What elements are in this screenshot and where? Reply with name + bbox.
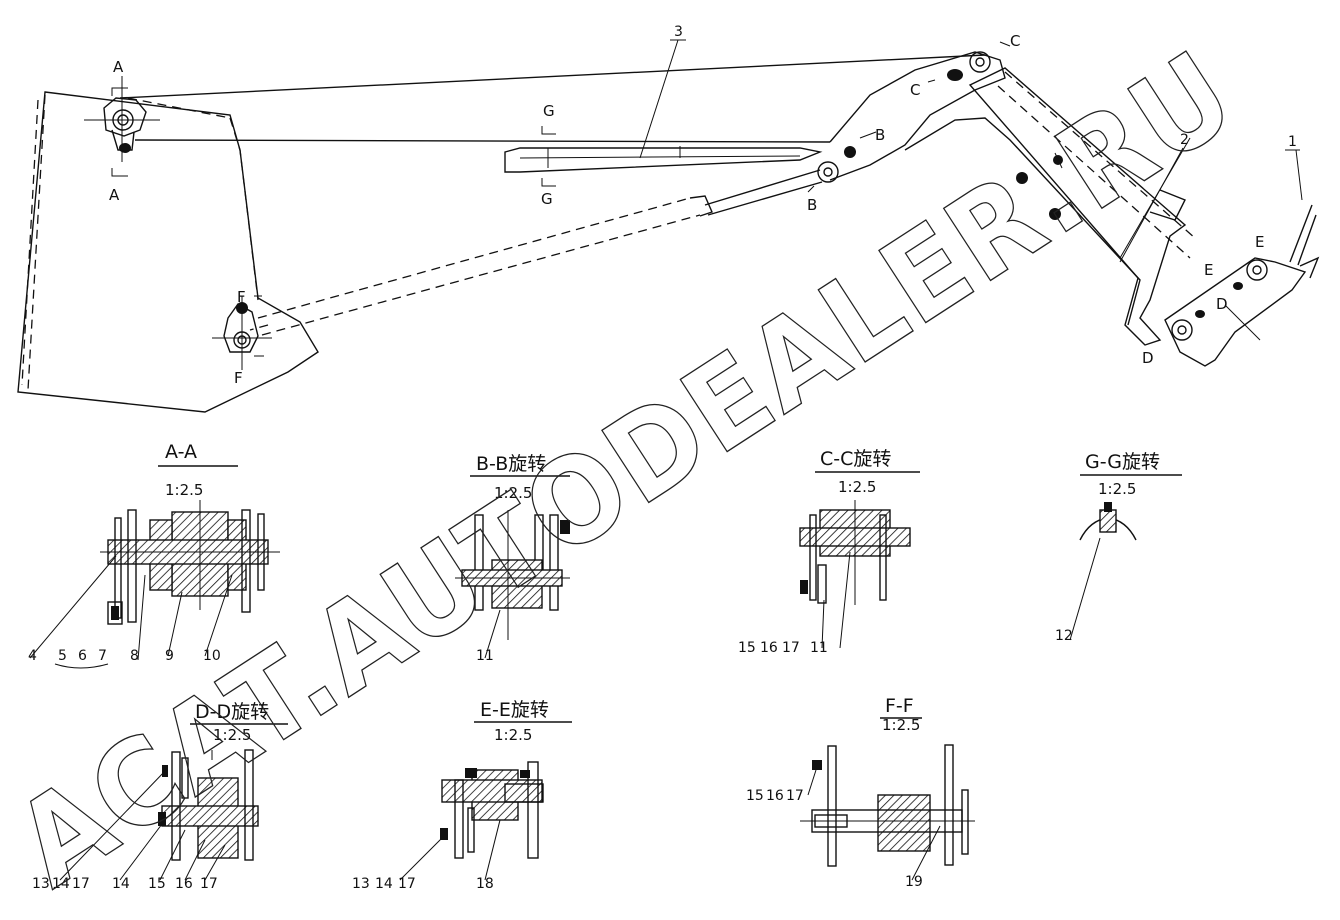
section-ff-scale: 1:2.5 xyxy=(882,716,920,734)
mark-g-top: G xyxy=(543,102,555,120)
section-dd-scale: 1:2.5 xyxy=(213,726,251,744)
section-dd-title: D-D旋转 xyxy=(195,701,269,723)
section-ee-callout-13: 13 xyxy=(352,876,370,892)
section-ff-callout-16: 16 xyxy=(766,788,784,804)
boom-top-line xyxy=(119,51,1006,181)
section-cc: C-C旋转 1:2.5 15 16 17 11 xyxy=(738,448,920,656)
section-ff-callout-19: 19 xyxy=(905,874,923,890)
mark-f-top: F xyxy=(237,288,246,306)
section-dd-callout-15: 15 xyxy=(148,876,166,892)
section-aa-callout-5: 5 xyxy=(58,648,67,664)
mark-d-bottom: D xyxy=(1142,349,1154,367)
section-dd-callout-14b: 14 xyxy=(112,876,130,892)
mark-c-top: C xyxy=(1010,32,1020,50)
mark-a-bottom: A xyxy=(109,186,120,204)
section-aa-scale: 1:2.5 xyxy=(165,481,203,499)
section-dd-callout-16: 16 xyxy=(175,876,193,892)
section-ff: F-F 1:2.5 15 16 17 19 xyxy=(746,695,975,890)
section-bb: B-B旋转 1:2.5 11 xyxy=(455,453,570,664)
section-gg-scale: 1:2.5 xyxy=(1098,480,1136,498)
pivot-b xyxy=(807,131,877,193)
section-ee: E-E旋转 1:2.5 13 14 17 18 xyxy=(352,699,572,892)
frame-plate xyxy=(17,91,319,413)
mark-d-right: D xyxy=(1216,295,1228,313)
section-ee-title: E-E旋转 xyxy=(480,699,549,721)
section-ff-title: F-F xyxy=(885,695,914,717)
section-ee-callout-18: 18 xyxy=(476,876,494,892)
section-dd-callout-17: 17 xyxy=(72,876,90,892)
section-cc-callout-11: 11 xyxy=(810,640,828,656)
cylinder-3 xyxy=(504,126,823,187)
section-aa-callout-9: 9 xyxy=(165,648,174,664)
section-dd: D-D旋转 1:2.5 13 14 17 14 15 16 17 xyxy=(32,701,288,892)
end-bracket xyxy=(1164,204,1320,367)
mark-a-top: A xyxy=(113,58,124,76)
hinge-f xyxy=(212,295,272,370)
section-bb-callout-11: 11 xyxy=(476,648,494,664)
watermark: ACAT.AUTODEALER.RU xyxy=(0,24,1259,914)
mark-c-left: C xyxy=(910,81,920,99)
pivot-c xyxy=(927,41,1011,83)
callout-1: 1 xyxy=(1288,134,1297,150)
lift-cylinder xyxy=(249,169,823,336)
section-ff-callout-15: 15 xyxy=(746,788,764,804)
section-cc-callout-15: 15 xyxy=(738,640,756,656)
section-gg-callout-12: 12 xyxy=(1055,628,1073,644)
watermark-text: ACAT.AUTODEALER.RU xyxy=(0,24,1258,913)
mark-e-top: E xyxy=(1255,233,1264,251)
section-cc-callout-17: 17 xyxy=(782,640,800,656)
callout-2: 2 xyxy=(1180,132,1189,148)
section-aa-callout-4: 4 xyxy=(28,648,37,664)
section-aa-callout-10: 10 xyxy=(203,648,221,664)
section-aa-title: A-A xyxy=(165,441,197,463)
section-cc-scale: 1:2.5 xyxy=(838,478,876,496)
section-cc-title: C-C旋转 xyxy=(820,448,891,470)
section-bb-scale: 1:2.5 xyxy=(494,484,532,502)
mark-b-bottom: B xyxy=(807,196,817,214)
section-ff-callout-17: 17 xyxy=(786,788,804,804)
section-dd-callout-14: 14 xyxy=(52,876,70,892)
section-aa: A-A 1:2.5 4 5 6 7 8 9 10 xyxy=(28,441,280,669)
section-aa-callout-6: 6 xyxy=(78,648,87,664)
hinge-a xyxy=(84,76,160,177)
section-dd-callout-17b: 17 xyxy=(200,876,218,892)
mark-e-left: E xyxy=(1204,261,1213,279)
section-aa-callout-7: 7 xyxy=(98,648,107,664)
mark-b-top: B xyxy=(875,126,885,144)
section-aa-callout-8: 8 xyxy=(130,648,139,664)
section-ee-scale: 1:2.5 xyxy=(494,726,532,744)
section-dd-callout-13: 13 xyxy=(32,876,50,892)
main-view: A A B B C C D D E E F F G G 1 2 3 xyxy=(17,24,1320,413)
section-ee-callout-17: 17 xyxy=(398,876,416,892)
callout-3: 3 xyxy=(674,24,683,40)
mark-f-bottom: F xyxy=(234,369,243,387)
section-gg: G-G旋转 1:2.5 12 xyxy=(1055,451,1182,644)
section-gg-title: G-G旋转 xyxy=(1085,451,1160,473)
section-cc-callout-16: 16 xyxy=(760,640,778,656)
mark-g-bottom: G xyxy=(541,190,553,208)
section-ee-callout-14: 14 xyxy=(375,876,393,892)
section-bb-title: B-B旋转 xyxy=(476,453,546,475)
